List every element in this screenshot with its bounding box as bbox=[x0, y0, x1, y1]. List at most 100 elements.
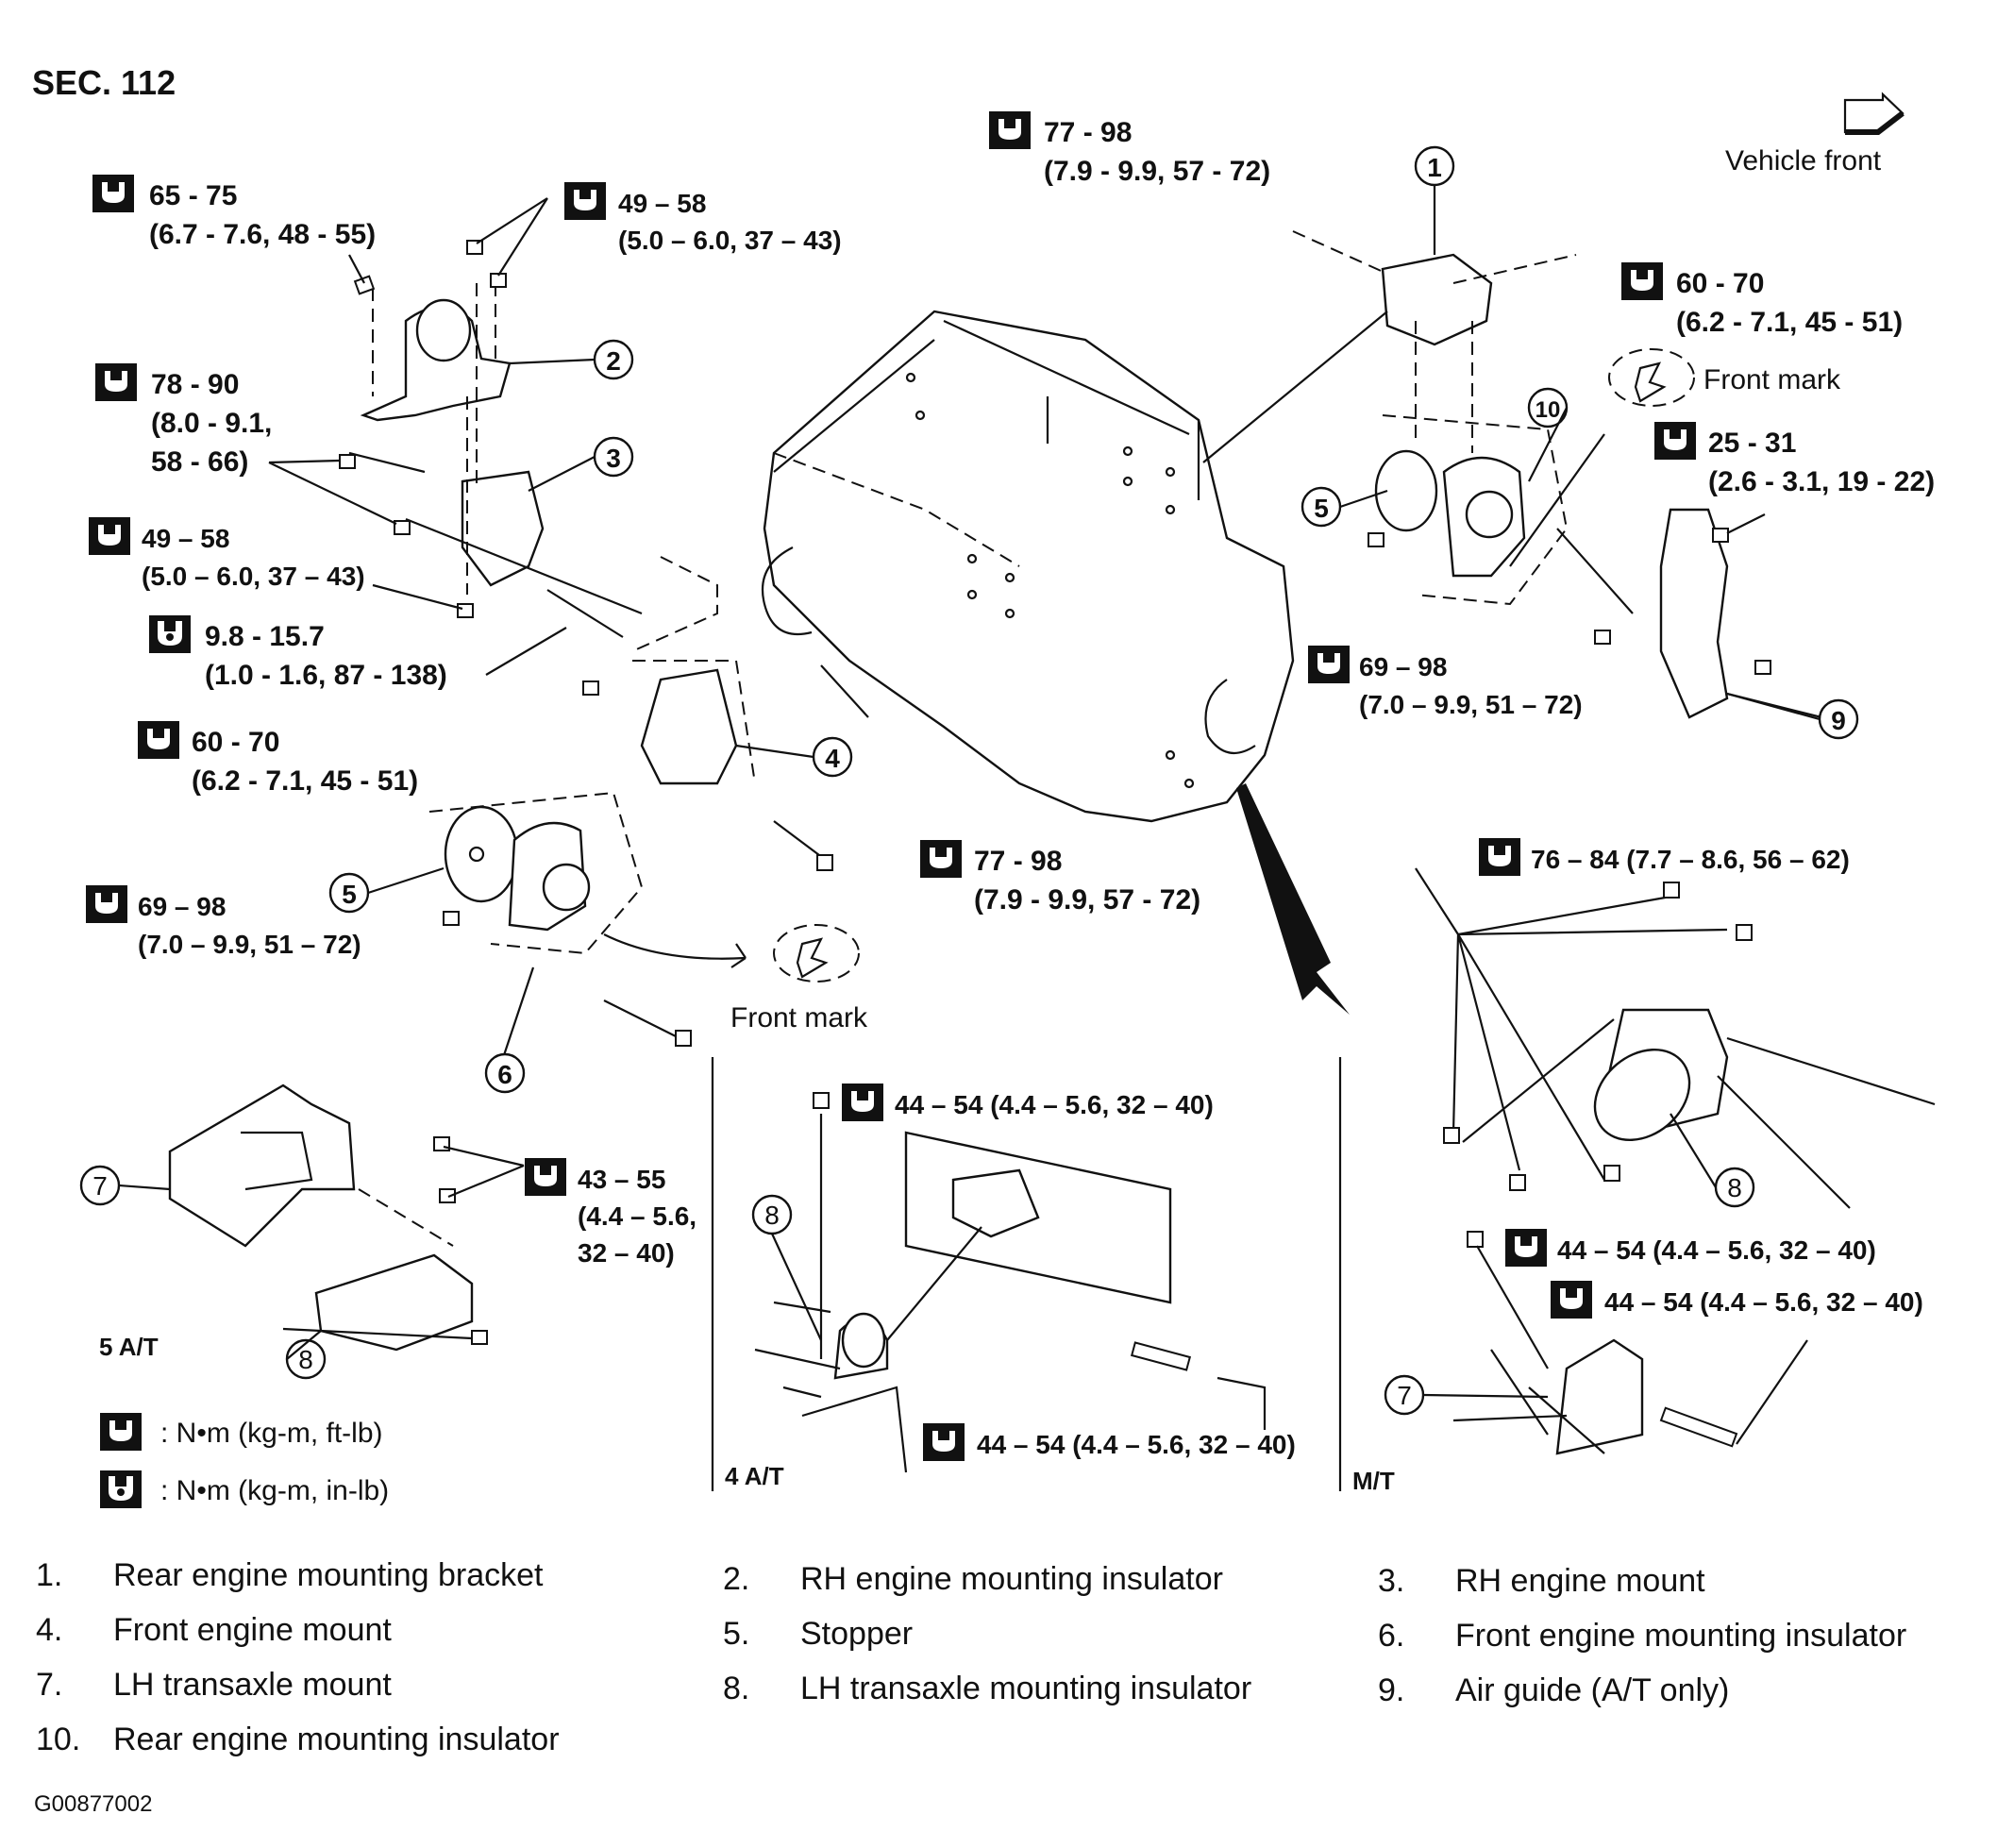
svg-text:60 - 70: 60 - 70 bbox=[192, 727, 279, 758]
svg-text:(2.6 - 3.1, 19 - 22): (2.6 - 3.1, 19 - 22) bbox=[1708, 466, 1935, 497]
svg-text:(6.7 - 7.6, 48 - 55): (6.7 - 7.6, 48 - 55) bbox=[149, 219, 376, 250]
callout-6: 6 bbox=[484, 1052, 526, 1094]
torque-spec-13: 43 – 55 (4.4 – 5.6, 32 – 40) bbox=[525, 1158, 696, 1268]
callout-9: 9 bbox=[1818, 698, 1859, 740]
svg-text:(8.0 - 9.1,: (8.0 - 9.1, bbox=[151, 408, 272, 439]
svg-text:78 - 90: 78 - 90 bbox=[151, 369, 239, 400]
svg-text:32 – 40): 32 – 40) bbox=[578, 1238, 675, 1268]
callout-3: 3 bbox=[593, 436, 634, 478]
rh-mount-assembly bbox=[348, 283, 643, 638]
torque-spec-4: 9.8 - 15.7 (1.0 - 1.6, 87 - 138) bbox=[149, 615, 447, 691]
torque-spec-11: 69 – 98 (7.0 – 9.9, 51 – 72) bbox=[1308, 646, 1583, 719]
svg-text:43 – 55: 43 – 55 bbox=[578, 1165, 665, 1194]
svg-text:8: 8 bbox=[298, 1345, 313, 1374]
svg-text:7: 7 bbox=[1397, 1381, 1412, 1410]
svg-text:(6.2 - 7.1, 45 - 51): (6.2 - 7.1, 45 - 51) bbox=[192, 765, 418, 797]
torque-spec-15: 44 – 54 (4.4 – 5.6, 32 – 40) bbox=[923, 1423, 1296, 1461]
svg-text:44 – 54 (4.4 – 5.6, 32 – 40): 44 – 54 (4.4 – 5.6, 32 – 40) bbox=[1604, 1287, 1923, 1317]
bolts-left bbox=[268, 197, 599, 696]
svg-text:(5.0 – 6.0, 37 – 43): (5.0 – 6.0, 37 – 43) bbox=[618, 226, 842, 255]
callout-7a: 7 bbox=[79, 1165, 121, 1206]
vehicle-front-arrow-icon bbox=[1843, 92, 1905, 135]
callout-8a: 8 bbox=[285, 1338, 327, 1380]
unit-nm-inlb: : N•m (kg-m, in-lb) bbox=[160, 1475, 389, 1506]
svg-text:5: 5 bbox=[1314, 494, 1329, 523]
mt-panel bbox=[1415, 867, 1936, 1455]
callout-5b: 5 bbox=[1301, 486, 1342, 528]
svg-text:(4.4 – 5.6,: (4.4 – 5.6, bbox=[578, 1201, 696, 1231]
torque-spec-14: 44 – 54 (4.4 – 5.6, 32 – 40) bbox=[842, 1084, 1214, 1121]
unit-key: : N•m (kg-m, ft-lb) : N•m (kg-m, in-lb) bbox=[100, 1413, 389, 1508]
svg-text:2: 2 bbox=[606, 346, 621, 376]
panel-divider bbox=[711, 1057, 1342, 1491]
unit-nm-ftlb: : N•m (kg-m, ft-lb) bbox=[160, 1418, 383, 1449]
variant-mt: M/T bbox=[1352, 1467, 1395, 1495]
svg-text:(5.0 – 6.0, 37 – 43): (5.0 – 6.0, 37 – 43) bbox=[142, 562, 365, 591]
torque-spec-3: 49 – 58 (5.0 – 6.0, 37 – 43) bbox=[89, 517, 365, 591]
figure-id: G00877002 bbox=[34, 1791, 153, 1817]
svg-text:4: 4 bbox=[825, 744, 840, 773]
svg-text:3: 3 bbox=[606, 444, 621, 473]
svg-text:60 - 70: 60 - 70 bbox=[1676, 268, 1764, 299]
vehicle-front-label: Vehicle front bbox=[1725, 145, 1882, 176]
svg-text:9.8 - 15.7: 9.8 - 15.7 bbox=[205, 621, 325, 652]
svg-text:77 - 98: 77 - 98 bbox=[1044, 117, 1132, 148]
svg-text:49 – 58: 49 – 58 bbox=[618, 189, 706, 218]
callout-5a: 5 bbox=[328, 872, 370, 914]
torque-spec-10: 25 - 31 (2.6 - 3.1, 19 - 22) bbox=[1654, 422, 1935, 497]
torque-spec-9: 60 - 70 (6.2 - 7.1, 45 - 51) bbox=[1621, 262, 1903, 338]
svg-text:(7.9 - 9.9, 57 - 72): (7.9 - 9.9, 57 - 72) bbox=[974, 884, 1200, 916]
at5-panel bbox=[168, 1084, 525, 1352]
svg-text:5: 5 bbox=[342, 880, 357, 909]
svg-text:44 – 54 (4.4 – 5.6, 32 – 40): 44 – 54 (4.4 – 5.6, 32 – 40) bbox=[895, 1090, 1214, 1119]
svg-text:(7.0 – 9.9, 51 – 72): (7.0 – 9.9, 51 – 72) bbox=[138, 930, 361, 959]
callout-1: 1 bbox=[1414, 145, 1455, 187]
svg-text:25 - 31: 25 - 31 bbox=[1708, 428, 1796, 459]
svg-text:49 – 58: 49 – 58 bbox=[142, 524, 229, 553]
variant-4at: 4 A/T bbox=[725, 1462, 784, 1490]
callout-2: 2 bbox=[593, 339, 634, 380]
torque-spec-1: 49 – 58 (5.0 – 6.0, 37 – 43) bbox=[564, 182, 842, 255]
svg-text:(7.0 – 9.9, 51 – 72): (7.0 – 9.9, 51 – 72) bbox=[1359, 690, 1583, 719]
svg-text:(1.0 - 1.6, 87 - 138): (1.0 - 1.6, 87 - 138) bbox=[205, 660, 447, 691]
front-mount-assembly bbox=[428, 660, 869, 1067]
front-mark-label-upper: Front mark bbox=[1703, 364, 1841, 395]
torque-spec-17: 44 – 54 (4.4 – 5.6, 32 – 40) bbox=[1551, 1281, 1923, 1319]
variant-5at: 5 A/T bbox=[99, 1333, 159, 1361]
torque-spec-0: 65 - 75 (6.7 - 7.6, 48 - 55) bbox=[92, 175, 376, 250]
torque-spec-7: 77 - 98(7.9 - 9.9, 57 - 72) bbox=[989, 111, 1270, 187]
front-mark-label-lower: Front mark bbox=[730, 1002, 868, 1033]
svg-text:77 - 98: 77 - 98 bbox=[974, 846, 1062, 877]
svg-text:6: 6 bbox=[497, 1060, 512, 1089]
svg-text:7: 7 bbox=[92, 1171, 108, 1201]
rear-mount-assembly bbox=[1202, 230, 1822, 719]
torque-spec-8: 77 - 98 (7.9 - 9.9, 57 - 72) bbox=[920, 840, 1200, 916]
at4-panel bbox=[754, 1092, 1267, 1473]
callouts: 1 2 3 4 5 6 10 5 9 7 8 8 8 7 bbox=[79, 145, 1859, 1416]
svg-text:58 - 66): 58 - 66) bbox=[151, 446, 248, 478]
callout-10: 10 bbox=[1527, 387, 1569, 428]
engine-block bbox=[631, 310, 1295, 823]
callout-8c: 8 bbox=[1714, 1167, 1755, 1208]
callout-4: 4 bbox=[812, 736, 853, 778]
torque-spec-6: 69 – 98 (7.0 – 9.9, 51 – 72) bbox=[86, 885, 361, 959]
section-title: SEC. 112 bbox=[32, 63, 176, 102]
torque-spec-16: 44 – 54 (4.4 – 5.6, 32 – 40) bbox=[1505, 1229, 1876, 1267]
callout-7b: 7 bbox=[1384, 1374, 1425, 1416]
svg-text:69 – 98: 69 – 98 bbox=[1359, 652, 1447, 681]
detail-arrow-icon bbox=[1236, 783, 1350, 1015]
svg-text:69 – 98: 69 – 98 bbox=[138, 892, 226, 921]
svg-text:65 - 75: 65 - 75 bbox=[149, 180, 237, 211]
svg-text:44 – 54 (4.4 – 5.6, 32 – 40): 44 – 54 (4.4 – 5.6, 32 – 40) bbox=[1557, 1235, 1876, 1265]
svg-text:44 – 54 (4.4 – 5.6, 32 – 40): 44 – 54 (4.4 – 5.6, 32 – 40) bbox=[977, 1430, 1296, 1459]
callout-8b: 8 bbox=[751, 1194, 793, 1235]
torque-spec-5: 60 - 70 (6.2 - 7.1, 45 - 51) bbox=[138, 721, 418, 797]
svg-text:10: 10 bbox=[1536, 397, 1561, 423]
svg-text:9: 9 bbox=[1831, 706, 1846, 735]
svg-text:76 – 84 (7.7 – 8.6, 56 – 62): 76 – 84 (7.7 – 8.6, 56 – 62) bbox=[1531, 845, 1850, 874]
svg-text:8: 8 bbox=[764, 1201, 780, 1230]
torque-spec-labels: 65 - 75 (6.7 - 7.6, 48 - 55) 49 – 58 (5.0 … bbox=[86, 111, 1935, 1461]
torque-spec-12: 76 – 84 (7.7 – 8.6, 56 – 62) bbox=[1479, 838, 1850, 876]
svg-text:(6.2 - 7.1, 45 - 51): (6.2 - 7.1, 45 - 51) bbox=[1676, 307, 1903, 338]
